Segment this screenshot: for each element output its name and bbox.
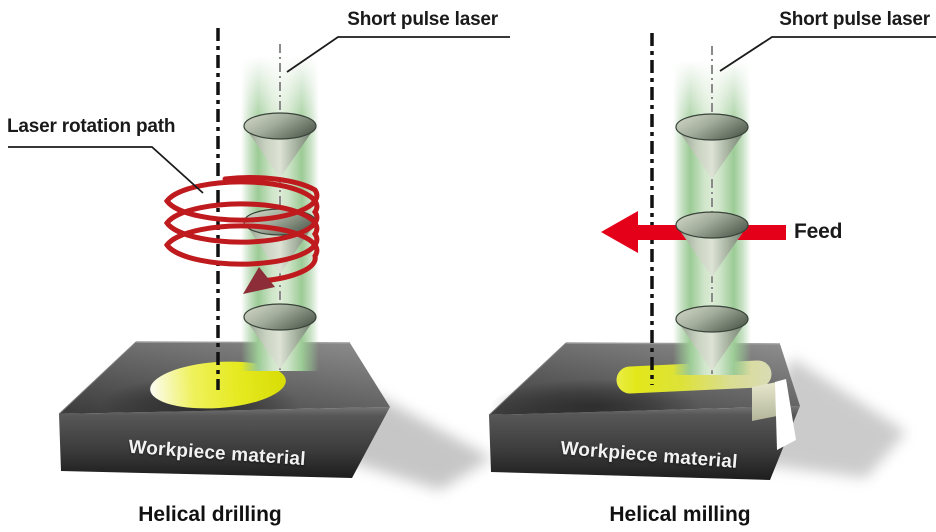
slot-side-wall bbox=[752, 382, 777, 421]
short-pulse-laser-label-right: Short pulse laser bbox=[779, 9, 930, 30]
short-pulse-laser-label-left: Short pulse laser bbox=[347, 9, 498, 30]
feed-label: Feed bbox=[794, 220, 843, 243]
leader-line-laser-left bbox=[286, 36, 510, 73]
leader-line-laser-right bbox=[719, 36, 936, 72]
laser-rotation-path-label: Laser rotation path bbox=[7, 116, 176, 137]
slot-cut-gap bbox=[775, 379, 796, 450]
helical-drilling-panel bbox=[8, 28, 510, 490]
leader-line-rotation bbox=[8, 146, 204, 194]
caption-helical-drilling: Helical drilling bbox=[138, 503, 282, 526]
spiral-arrowhead-icon bbox=[243, 267, 275, 294]
left-edge-highlight bbox=[58, 341, 137, 415]
workpiece-front-face bbox=[489, 406, 800, 480]
helical-milling-panel bbox=[488, 33, 936, 480]
laser-rotation-spiral bbox=[163, 175, 320, 284]
workpiece-front-face bbox=[59, 407, 390, 478]
caption-helical-milling: Helical milling bbox=[609, 503, 751, 526]
